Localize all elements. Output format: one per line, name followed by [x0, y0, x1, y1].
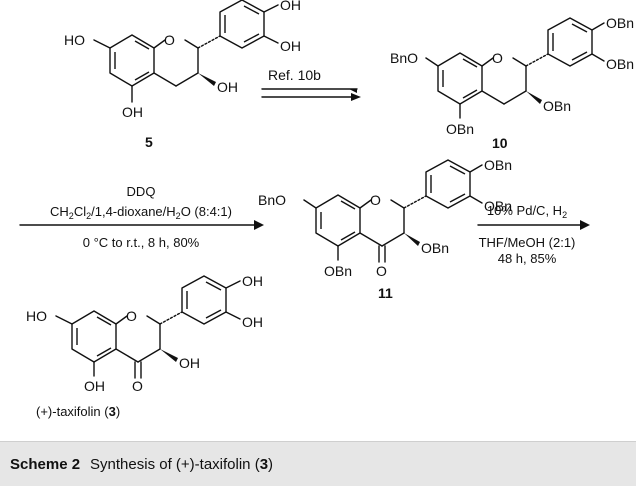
group-4p-obn: OBn [484, 157, 512, 173]
group-3p-oh: OH [242, 314, 263, 330]
ring-oxygen: O [164, 32, 175, 48]
step-3-solvent: THF/MeOH (2:1) [479, 235, 576, 250]
a-ring [109, 34, 155, 87]
group-3-obn: OBn [421, 240, 449, 256]
group-3-oh: OH [179, 355, 200, 371]
compound-3-structure: O HO OH OH OH OH O (+)-taxifolin (3) [26, 273, 263, 419]
group-7-oh: HO [64, 32, 85, 48]
compound-label-11: 11 [378, 285, 393, 301]
caption-label: Scheme 2 [10, 455, 81, 473]
group-3p-obn: OBn [484, 198, 512, 214]
arrow-step-2: DDQ CH2Cl2/1,4-dioxane/H2O (8:4:1) 0 °C … [19, 184, 264, 250]
compound-label-10: 10 [492, 135, 508, 151]
group-4p-oh: OH [242, 273, 263, 289]
arrow-step-3: 10% Pd/C, H2 THF/MeOH (2:1) 48 h, 85% [477, 203, 590, 266]
group-5-oh: OH [84, 378, 105, 394]
group-5-obn: OBn [324, 263, 352, 279]
step-2-solvent: CH2Cl2/1,4-dioxane/H2O (8:4:1) [50, 204, 232, 221]
group-3-oh: OH [217, 79, 238, 95]
product-label: (+)-taxifolin (3) [36, 404, 120, 419]
arrow-step-1: Ref. 10b [261, 67, 361, 101]
compound-10-structure: O BnO OBn OBn OBn OBn 10 [390, 15, 634, 151]
ring-oxygen: O [370, 192, 381, 208]
caption-text: Synthesis of (+)-taxifolin ( [90, 455, 260, 473]
step-2-conditions: 0 °C to r.t., 8 h, 80% [83, 235, 200, 250]
group-3p-oh: OH [280, 38, 301, 54]
step-3-reagent: 10% Pd/C, H2 [487, 203, 567, 220]
step-2-reagent: DDQ [127, 184, 156, 199]
compound-11-structure: O BnO OBn OBn OBn OBn O 11 [258, 157, 512, 301]
c3-wedge [198, 73, 216, 86]
carbonyl-oxygen: O [376, 263, 387, 279]
group-7-obn: BnO [390, 50, 418, 66]
step-3-conditions: 48 h, 85% [498, 251, 557, 266]
compound-label-5: 5 [145, 134, 153, 150]
ring-oxygen: O [126, 308, 137, 324]
group-7-obn: BnO [258, 192, 286, 208]
group-4p-oh: OH [280, 0, 301, 13]
step-1-reagent: Ref. 10b [268, 67, 321, 83]
carbonyl-oxygen: O [132, 378, 143, 394]
group-5-oh: OH [122, 104, 143, 120]
scheme-caption: Scheme 2 Synthesis of (+)-taxifolin (3) [0, 441, 636, 486]
group-5-obn: OBn [446, 121, 474, 137]
group-4p-obn: OBn [606, 15, 634, 31]
group-7-oh: HO [26, 308, 47, 324]
ring-oxygen: O [492, 50, 503, 66]
scheme-diagram: O HO OH OH OH OH 5 Ref. 10b [19, 0, 634, 419]
caption-compound-number: 3 [259, 455, 269, 473]
b-ring [219, 0, 265, 49]
group-3-obn: OBn [543, 98, 571, 114]
group-3p-obn: OBn [606, 56, 634, 72]
caption-text-end: ) [268, 455, 274, 473]
compound-5-structure: O HO OH OH OH OH 5 [64, 0, 301, 150]
